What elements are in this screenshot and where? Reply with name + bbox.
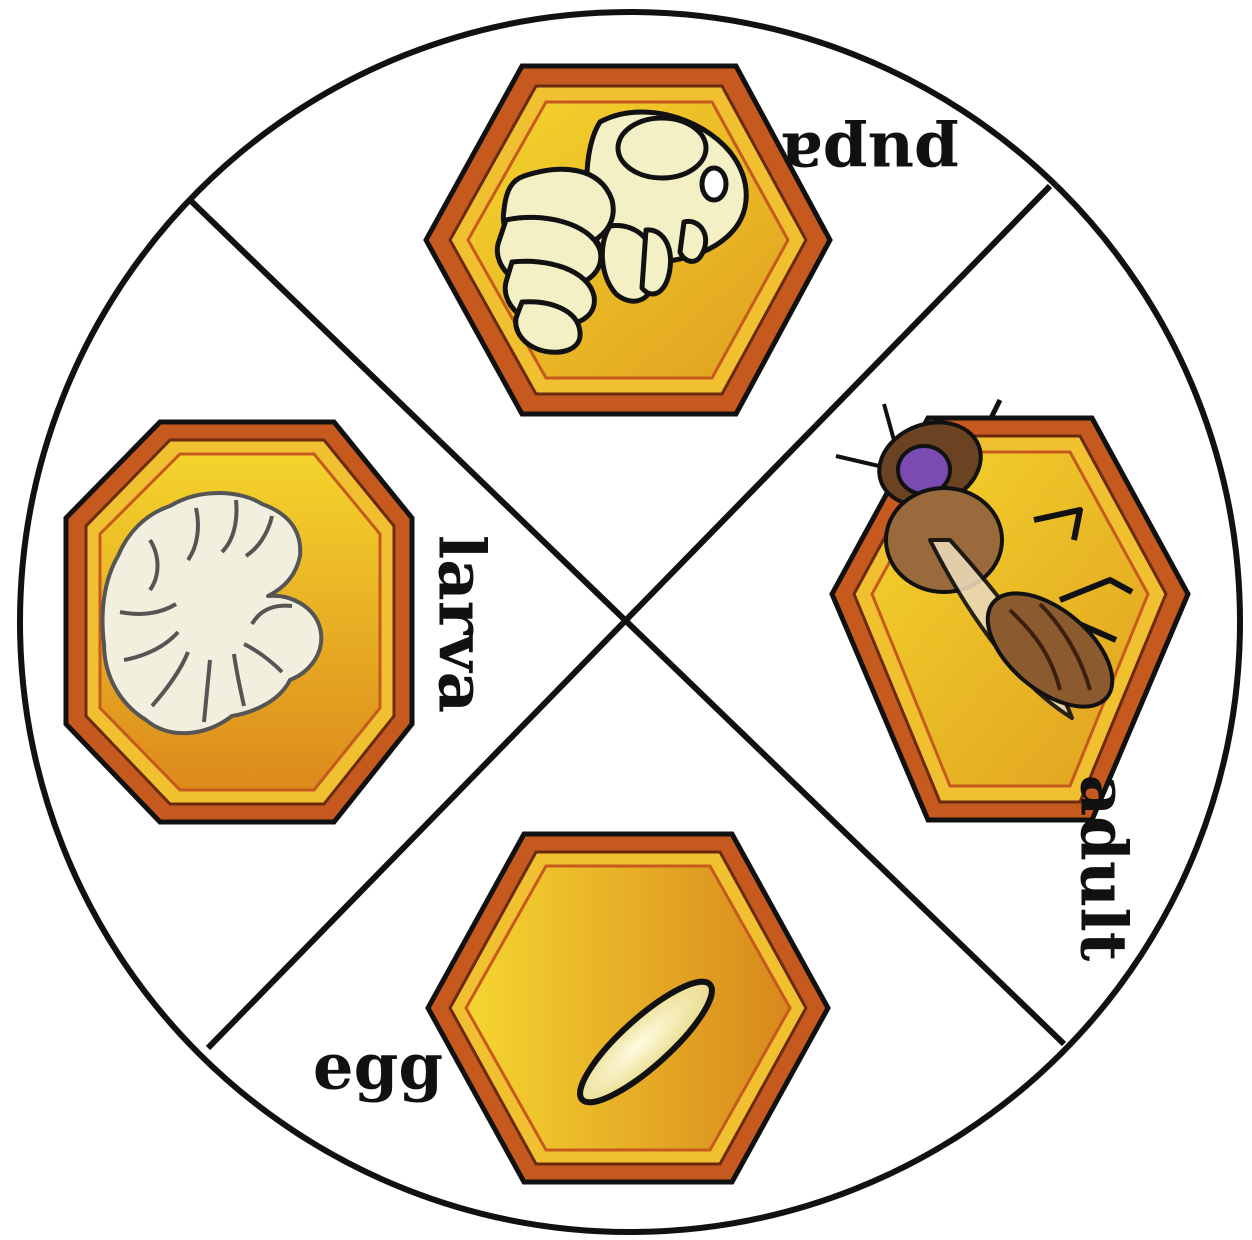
adult-label: adult [1066,775,1141,962]
larva-label: larva [424,535,499,713]
egg-label: egg [313,1030,443,1105]
pupa-label: pupa [781,118,959,193]
